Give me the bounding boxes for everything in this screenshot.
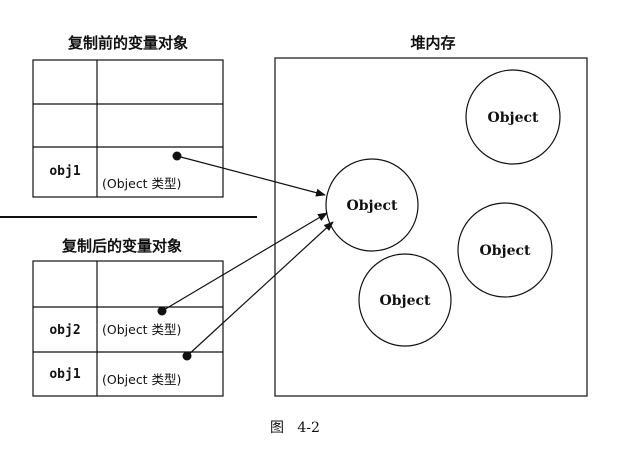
heap-object-right	[457, 202, 553, 298]
heap-title: 堆内存	[410, 34, 455, 52]
after-row-2-name: obj2	[49, 323, 80, 338]
heap-object-top-right-label: Object	[488, 110, 539, 126]
after-row-2-value: (Object 类型)	[102, 322, 181, 337]
heap-box	[274, 57, 588, 397]
heap-object-shared-label: Object	[347, 198, 398, 214]
arrow-after-obj1	[186, 221, 334, 357]
after-row-3-value: (Object 类型)	[102, 372, 181, 387]
before-row-3-value: (Object 类型)	[102, 176, 181, 191]
before-title: 复制前的变量对象	[67, 34, 188, 52]
heap-object-bottom-label: Object	[380, 293, 431, 309]
heap-object-top-right	[465, 69, 561, 165]
after-title: 复制后的变量对象	[61, 237, 182, 255]
arrow-before-obj1	[176, 155, 326, 197]
after-row-3-name: obj1	[49, 367, 80, 382]
before-row-3-name: obj1	[49, 164, 80, 179]
heap-object-bottom	[358, 253, 452, 347]
before-table	[32, 59, 224, 198]
arrow-after-obj2	[161, 212, 328, 312]
heap-object-right-label: Object	[480, 243, 531, 259]
heap-object-shared	[325, 158, 419, 252]
figure-caption: 图 4-2	[270, 420, 320, 436]
